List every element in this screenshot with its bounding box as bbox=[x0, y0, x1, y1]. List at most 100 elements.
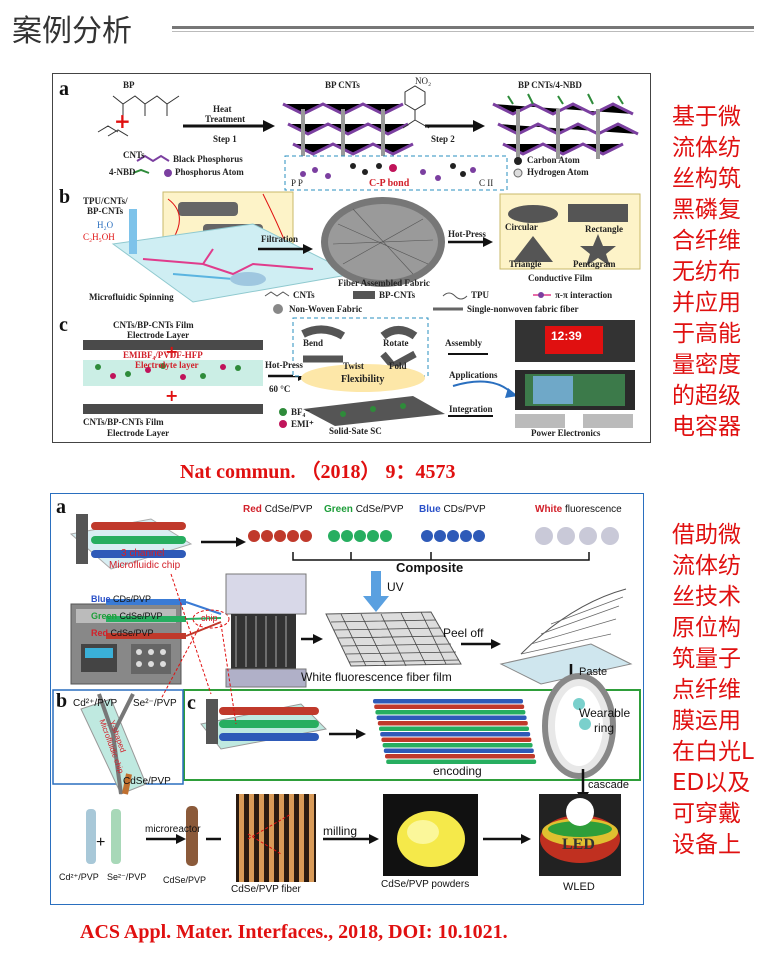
c2h5oh-label: C₂H₅OH bbox=[83, 232, 115, 242]
film2-label: CNTs/BP-CNTs Film bbox=[83, 417, 164, 427]
ring-label: ring bbox=[594, 721, 615, 735]
cd-label: Cd²⁺/PVP bbox=[73, 698, 118, 709]
fluorescent-bead bbox=[421, 530, 433, 542]
encoded-fiber bbox=[374, 704, 525, 709]
step1-label: Step 1 bbox=[213, 134, 237, 144]
encoded-fiber bbox=[377, 721, 528, 726]
rectangle-label: Rectangle bbox=[585, 224, 623, 234]
white-fluorescence-label: White fluorescence bbox=[535, 504, 622, 515]
se2-label: Se²⁻/PVP bbox=[107, 872, 147, 882]
microreactor-label: microreactor bbox=[145, 824, 201, 835]
uv-label: UV bbox=[387, 580, 404, 594]
blue-rest: CDs/PVP bbox=[443, 504, 486, 515]
channel-label-1: 3 channel bbox=[121, 548, 165, 559]
paste-label: Paste bbox=[579, 666, 608, 678]
step2-label: Step 2 bbox=[431, 134, 455, 144]
svg-text:+: + bbox=[114, 109, 131, 133]
pump-blue-rest: CDs/PVP bbox=[113, 594, 152, 604]
encoded-fiber bbox=[373, 699, 523, 704]
se-label: Se²⁻/PVP bbox=[133, 698, 177, 709]
blue-cds-label: Blue CDs/PVP bbox=[419, 504, 486, 515]
white-rest: fluorescence bbox=[565, 504, 622, 515]
white-bead bbox=[557, 527, 575, 545]
electrolyte2-label: Electrolyte layer bbox=[135, 360, 199, 370]
clock-display: 12:39 bbox=[551, 329, 582, 343]
pi-legend: π-π interaction bbox=[555, 290, 613, 300]
pump-green-word: Green bbox=[91, 611, 118, 621]
led-text: LED bbox=[562, 836, 595, 853]
no2-label: NO₂ bbox=[415, 76, 432, 86]
encoded-fiber bbox=[379, 726, 529, 731]
green-cdse-label: Green CdSe/PVP bbox=[324, 504, 404, 515]
phosphorus-atom-label: Phosphorus Atom bbox=[175, 167, 244, 177]
encoding-label: encoding bbox=[433, 764, 482, 778]
fluorescent-bead bbox=[460, 530, 472, 542]
conductive-film-label: Conductive Film bbox=[528, 273, 593, 283]
fluorescent-bead bbox=[287, 530, 299, 542]
power-electronics-label: Power Electronics bbox=[531, 428, 601, 438]
encoded-fiber bbox=[383, 748, 534, 753]
bend-label: Bend bbox=[303, 338, 324, 348]
single-fiber-legend: Single-nonwoven fabric fiber bbox=[467, 304, 579, 314]
fluorescent-bead bbox=[354, 530, 366, 542]
white-bead bbox=[601, 527, 619, 545]
plus-sign: + bbox=[96, 834, 106, 851]
twist-label: Twist bbox=[343, 361, 364, 371]
integration-label: Integration bbox=[449, 404, 493, 414]
cnts-legend: CNTs bbox=[293, 290, 315, 300]
encoded-fiber bbox=[375, 710, 526, 715]
electrode1-label: Electrode Layer bbox=[127, 330, 190, 340]
composite-label: Composite bbox=[396, 560, 464, 575]
citation-1: Nat commun. （2018） 9：4573 bbox=[180, 461, 456, 483]
pp-label: P P bbox=[291, 178, 303, 188]
treatment-label: Treatment bbox=[205, 114, 246, 124]
bp-cnts-nbd-label: BP CNTs/4-NBD bbox=[518, 80, 582, 90]
white-bead bbox=[535, 527, 553, 545]
fig2-panel-b-letter: b bbox=[56, 690, 68, 712]
channel-label-2: Microfluidic chip bbox=[109, 560, 181, 571]
electrolyte1-label: EMIBF₄/PVDF-HFP bbox=[123, 350, 203, 360]
page-title: 案例分析 bbox=[12, 14, 132, 49]
pump-green-label: Green CdSe/PVP bbox=[91, 611, 163, 621]
heat-label: Heat bbox=[213, 104, 232, 114]
carbon-atom-label: Carbon Atom bbox=[527, 155, 580, 165]
solid-sc-label: Solid-Sate SC bbox=[329, 426, 382, 436]
flexibility-label: Flexibility bbox=[341, 374, 385, 385]
fluorescent-bead bbox=[300, 530, 312, 542]
electrode2-label: Electrode Layer bbox=[107, 428, 170, 438]
side-caption-1: 基于微流体纺丝构筑黑磷复合纤维无纺布并应用于高能量密度的超级电容器 bbox=[672, 104, 741, 440]
fluorescent-bead bbox=[261, 530, 273, 542]
cdse-b-label: CdSe/PVP bbox=[123, 776, 171, 787]
green-rest: CdSe/PVP bbox=[355, 504, 404, 515]
cascade-label: cascade bbox=[588, 779, 629, 791]
fluorescent-bead bbox=[248, 530, 260, 542]
pump-green-rest: CdSe/PVP bbox=[119, 611, 163, 621]
fluorescent-bead bbox=[341, 530, 353, 542]
cii-label: C II bbox=[479, 178, 494, 188]
red-rest: CdSe/PVP bbox=[264, 504, 313, 515]
fluorescent-bead bbox=[274, 530, 286, 542]
black-phosphorus-label: Black Phosphorus bbox=[173, 154, 243, 164]
triangle-label: Triangle bbox=[509, 259, 542, 269]
encoded-fiber bbox=[380, 732, 531, 737]
figure-2: a Red CdSe/PVP Green CdSe/PVP Blue CDs/P… bbox=[50, 493, 644, 905]
bp-cnts-label: BP CNTs bbox=[325, 80, 360, 90]
panel-a-letter: a bbox=[59, 78, 69, 100]
white-word: White bbox=[535, 504, 563, 515]
bp-cnts-legend: BP-CNTs bbox=[379, 290, 416, 300]
filtration-label: Filtration bbox=[261, 234, 298, 244]
svg-text:+: + bbox=[165, 386, 178, 405]
fluorescent-bead bbox=[434, 530, 446, 542]
green-word: Green bbox=[324, 504, 353, 515]
hotpress-c-label: Hot-Press bbox=[265, 360, 303, 370]
fig2-panel-c-letter: c bbox=[187, 692, 196, 714]
film1-label: CNTs/BP-CNTs Film bbox=[113, 320, 194, 330]
fluorescent-bead bbox=[367, 530, 379, 542]
fiber-fabric-label: Fiber Assembled Fabric bbox=[338, 278, 430, 288]
fiber-label: CdSe/PVP fiber bbox=[231, 884, 301, 895]
figure-2-graphics bbox=[52, 514, 641, 882]
assembly-label: Assembly bbox=[445, 338, 483, 348]
fluorescent-bead bbox=[380, 530, 392, 542]
tpu-legend: TPU bbox=[471, 290, 489, 300]
rotate-label: Rotate bbox=[383, 338, 409, 348]
